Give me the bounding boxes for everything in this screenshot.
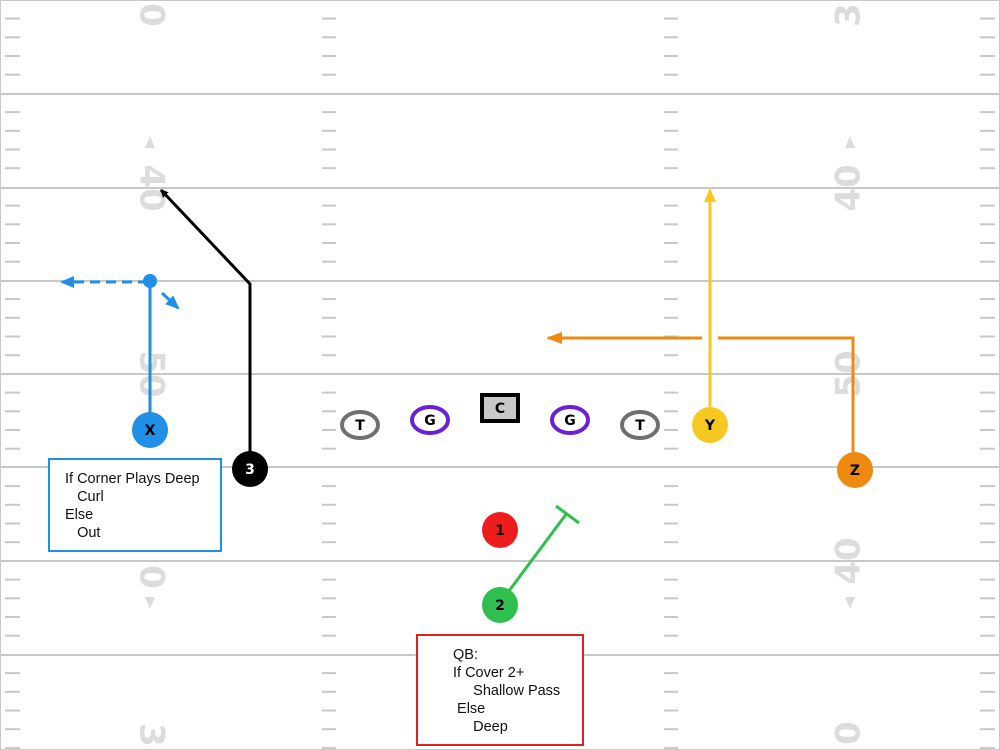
z-route-stem [718, 336, 855, 468]
direction-arrow-left-lower [145, 597, 155, 609]
player-z: Z [837, 452, 873, 488]
right-tackle-label: T [635, 418, 645, 434]
yard-number-bottom-right: 0 [829, 721, 869, 745]
qb-note: QB: If Cover 2+ Shallow Pass Else Deep [416, 634, 584, 746]
player-y-label: Y [704, 418, 716, 434]
direction-arrow-right-40 [845, 136, 855, 148]
note-line: QB: [453, 647, 478, 663]
right-guard: G [550, 405, 590, 435]
left-tackle: T [340, 410, 380, 440]
left-guard: G [410, 405, 450, 435]
yard-number-left-40: 40 [132, 164, 172, 211]
note-line: Shallow Pass [453, 683, 561, 699]
three-route [159, 188, 252, 466]
right-guard-label: G [564, 413, 576, 429]
note-line: Else [65, 507, 94, 523]
direction-arrow-right-lower [845, 597, 855, 609]
note-line: Else [453, 701, 486, 717]
x-route-note: If Corner Plays Deep Curl Else Out [48, 458, 222, 552]
player-x: X [132, 412, 168, 448]
player-y: Y [692, 407, 728, 443]
x-route-break-point [143, 274, 157, 288]
player-3-label: 3 [245, 462, 255, 478]
yard-number-left-lower: 0 [132, 565, 172, 589]
yard-number-right-lower-40: 40 [829, 537, 869, 584]
yard-number-right-50: 50 [829, 350, 869, 397]
left-tackle-label: T [355, 418, 365, 434]
player-1-label: 1 [495, 523, 505, 539]
skill-players: X 3 Y Z 1 2 [132, 407, 873, 623]
x-route-curl-option [160, 291, 180, 310]
center: C [480, 393, 520, 423]
player-1: 1 [482, 512, 518, 548]
yard-number-bottom-left: 3 [132, 723, 172, 747]
yard-number-top-left: 0 [132, 3, 172, 27]
hash-marks [5, 17, 995, 749]
note-line: If Cover 2+ [453, 665, 525, 681]
right-tackle: T [620, 410, 660, 440]
player-2-label: 2 [495, 598, 505, 614]
routes [60, 188, 855, 604]
left-guard-label: G [424, 413, 436, 429]
direction-arrow-left-40 [145, 136, 155, 148]
qb-route-block-end [555, 504, 580, 525]
offensive-line: T G C G T [340, 393, 660, 440]
note-line: Out [65, 525, 101, 541]
player-x-label: X [145, 423, 156, 439]
player-3: 3 [232, 451, 268, 487]
player-z-label: Z [850, 463, 860, 479]
note-line: Deep [453, 719, 508, 735]
note-line: Curl [65, 489, 104, 505]
yard-number-right-40: 40 [829, 164, 869, 211]
center-label: C [495, 401, 505, 417]
player-2-qb: 2 [482, 587, 518, 623]
note-line: If Corner Plays Deep [65, 471, 200, 487]
yard-number-top-right: 3 [829, 3, 869, 27]
qb-route [498, 512, 569, 604]
